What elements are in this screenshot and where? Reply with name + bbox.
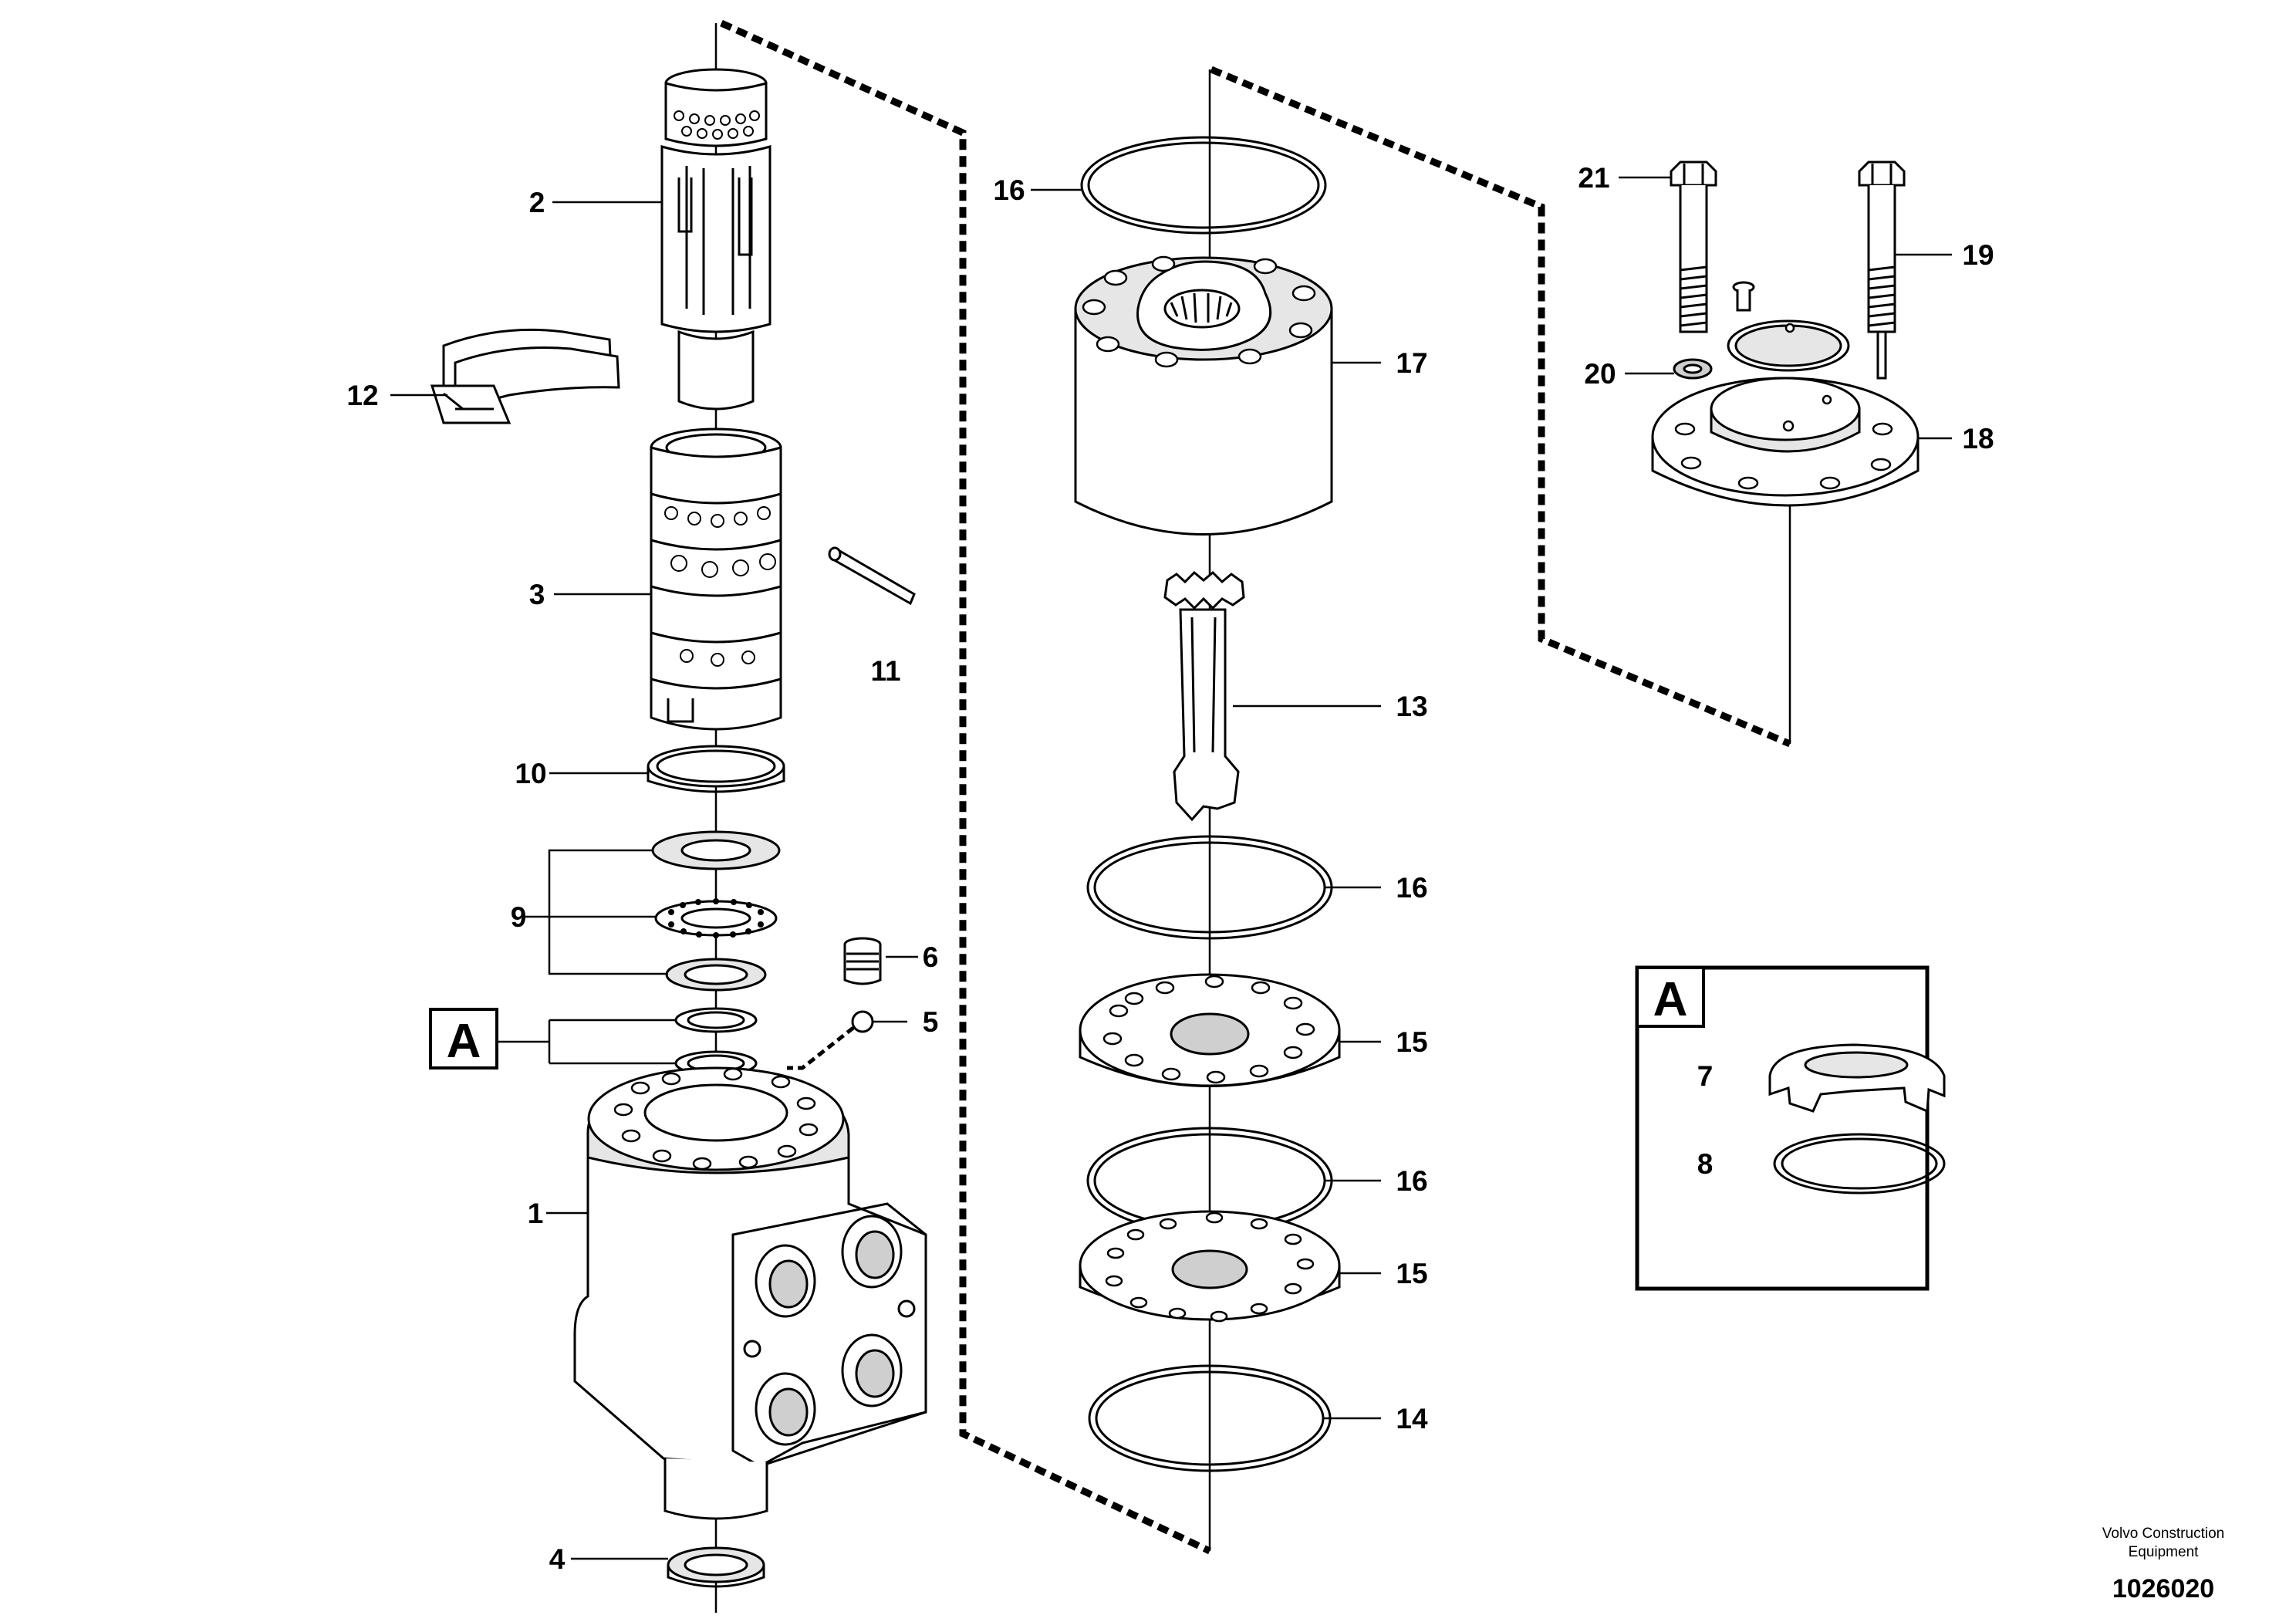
part-cardan-shaft-13 (1163, 570, 1245, 822)
part-spool (660, 68, 772, 411)
detail-reference-a: A (429, 1008, 498, 1070)
callout-12: 12 (346, 380, 378, 411)
part-ball-5 (787, 1010, 874, 1070)
callout-9: 9 (511, 901, 527, 933)
part-valve-housing (573, 1066, 927, 1520)
callout-13: 13 (1396, 691, 1427, 722)
part-bolt-19 (1858, 161, 1906, 380)
callout-20: 20 (1584, 358, 1616, 390)
part-thrust-bearing-set (651, 830, 781, 992)
callout-5: 5 (923, 1006, 939, 1038)
callout-21: 21 (1578, 162, 1609, 194)
part-ring-10 (647, 745, 785, 793)
callout-4: 4 (549, 1543, 566, 1575)
company-name-line1: Volvo Construction (2102, 1526, 2224, 1542)
callout-16-lower: 16 (1396, 1165, 1427, 1197)
part-end-cover-18 (1651, 377, 1920, 507)
detail-reference-label: A (447, 1015, 481, 1068)
callout-numbers: 2 12 3 11 10 9 6 5 1 4 16 17 13 16 15 16… (346, 162, 1994, 1575)
callout-3: 3 (529, 579, 545, 610)
detail-box-label: A (1653, 973, 1688, 1026)
part-o-ring-16-top (1080, 136, 1327, 235)
dashed-group-bracket-middle (1210, 66, 1791, 748)
part-gear-set-17 (1074, 255, 1333, 536)
company-name-line2: Equipment (2129, 1544, 2200, 1560)
callout-18: 18 (1962, 423, 1994, 454)
detail-box-a: A (1635, 965, 1946, 1291)
part-centering-springs (430, 328, 620, 424)
callout-14: 14 (1396, 1403, 1428, 1434)
callout-16-top: 16 (993, 174, 1025, 206)
footer-credit: Volvo Construction Equipment 1026020 (2102, 1526, 2224, 1603)
callout-11: 11 (870, 655, 900, 687)
part-cross-pin (828, 546, 916, 606)
part-washer-20 (1673, 358, 1713, 380)
part-seal-ring-8 (1773, 1133, 1946, 1195)
callout-1: 1 (528, 1198, 544, 1229)
callout-2: 2 (529, 187, 545, 218)
part-spacer-plate-15-upper (1079, 973, 1341, 1087)
part-sleeve (650, 427, 782, 731)
part-cover-plate (1727, 319, 1850, 372)
part-backup-ring-7 (1768, 1043, 1946, 1113)
part-dust-seal-4 (667, 1546, 765, 1588)
port-holes (743, 1215, 916, 1446)
callout-6: 6 (923, 941, 939, 973)
part-small-screw (1732, 281, 1755, 312)
document-number: 1026020 (2112, 1574, 2214, 1603)
callout-19: 19 (1962, 239, 1994, 271)
dashed-group-bracket-left (720, 19, 1211, 1555)
callout-17: 17 (1396, 347, 1427, 379)
part-plug-6 (843, 937, 882, 985)
callout-15-lower: 15 (1396, 1258, 1427, 1289)
callout-16-middle: 16 (1396, 872, 1427, 904)
part-spacer-plate-15-lower (1079, 1210, 1341, 1323)
callout-7: 7 (1697, 1060, 1714, 1092)
callout-8: 8 (1697, 1148, 1714, 1180)
callout-15-upper: 15 (1396, 1026, 1427, 1058)
part-bolt-21 (1670, 161, 1717, 333)
callout-10: 10 (515, 758, 546, 789)
